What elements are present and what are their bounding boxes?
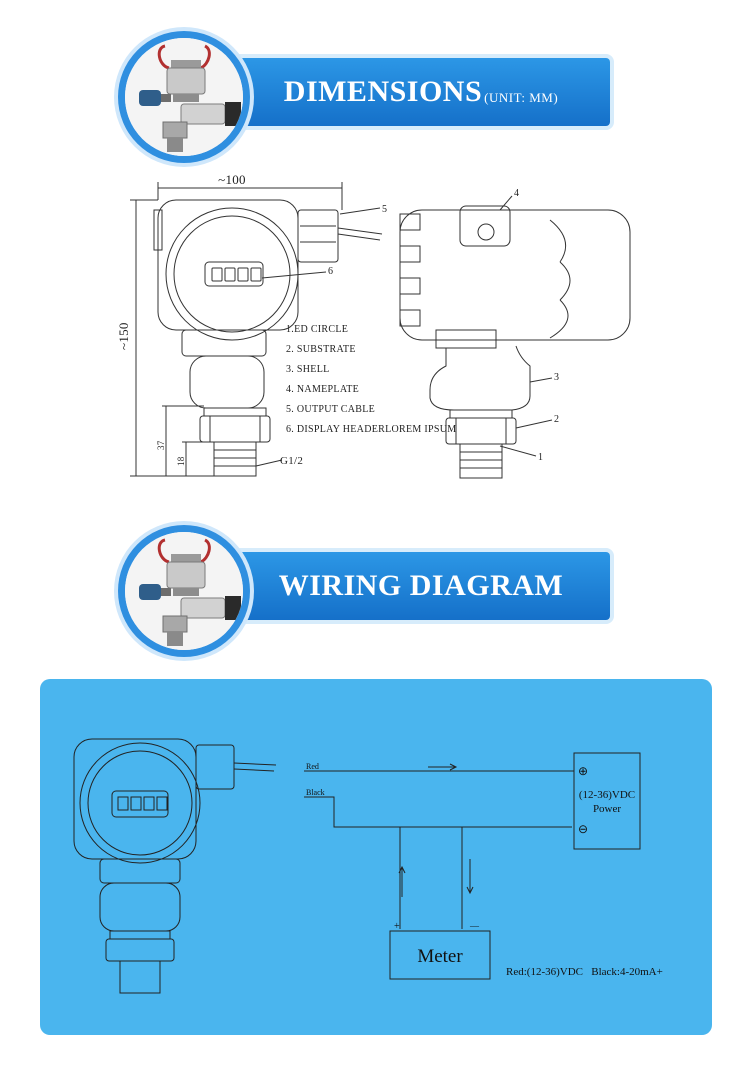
dimensions-unit: (UNIT: MM) bbox=[484, 90, 559, 105]
side-shell bbox=[429, 345, 531, 411]
legend-item-4: 4. NAMEPLATE bbox=[286, 384, 359, 395]
wiring-title: WIRING DIAGRAM bbox=[278, 569, 564, 602]
legend-item-6: 6. DISPLAY HEADERLOREM IPSUM bbox=[286, 424, 456, 435]
callout-2-side: 2 bbox=[554, 414, 559, 425]
dimensions-section: DIMENSIONS (UNIT: MM) bbox=[0, 0, 750, 500]
wiring-transmitter-display bbox=[111, 790, 169, 818]
product-photo-badge-2 bbox=[125, 532, 243, 650]
dim-18-label: 18 bbox=[176, 456, 186, 466]
front-thread bbox=[213, 441, 257, 477]
dimensions-banner: DIMENSIONS (UNIT: MM) bbox=[232, 58, 610, 126]
wiring-footnote: Red:(12-36)VDC Black:4-20mA+ bbox=[506, 966, 663, 978]
side-nameplate bbox=[459, 205, 511, 247]
callout-4-side: 4 bbox=[514, 188, 519, 199]
callout-6-front: 6 bbox=[328, 266, 333, 277]
black-wire-label: Black bbox=[306, 788, 325, 797]
power-label: Power bbox=[593, 803, 621, 815]
front-display bbox=[204, 261, 264, 287]
wiring-transmitter-housing bbox=[73, 738, 197, 860]
side-housing bbox=[399, 209, 631, 341]
power-supply-box bbox=[573, 752, 641, 850]
callout-3-side: 3 bbox=[554, 372, 559, 383]
height-label: ~150 bbox=[116, 322, 131, 350]
wiring-section: WIRING DIAGRAM bbox=[0, 520, 750, 670]
black-wire bbox=[304, 796, 572, 828]
legend-item-2: 2. SUBSTRATE bbox=[286, 344, 356, 355]
transmitter-photo bbox=[125, 38, 243, 156]
meter-minus-symbol: — bbox=[469, 921, 480, 931]
red-wire-label: Red bbox=[306, 762, 319, 771]
dimensions-title: DIMENSIONS bbox=[283, 75, 483, 108]
power-minus-symbol: ⊖ bbox=[578, 822, 588, 836]
front-cover-ring bbox=[165, 207, 299, 341]
legend-item-5: 5. OUTPUT CABLE bbox=[286, 404, 375, 415]
product-photo-badge bbox=[125, 38, 243, 156]
meter-plus-symbol: + bbox=[394, 921, 400, 932]
side-thread bbox=[459, 443, 503, 479]
meter-box bbox=[389, 930, 491, 980]
transmitter-photo-2 bbox=[125, 532, 243, 650]
dimensions-drawing: ~100 ~150 37 18 G1/2 5 6 4 3 2 1 1.ED CI… bbox=[116, 172, 631, 479]
power-voltage-label: (12-36)VDC bbox=[579, 789, 635, 801]
meter-label: Meter bbox=[417, 946, 463, 967]
wiring-transmitter-thread bbox=[119, 960, 161, 994]
front-shell bbox=[189, 355, 265, 409]
callout-1-side: 1 bbox=[538, 452, 543, 463]
wiring-panel: Red Black ⊕ (12-36)VDC Power ⊖ + — Meter… bbox=[40, 679, 712, 1035]
legend-item-3: 3. SHELL bbox=[286, 364, 330, 375]
power-plus-symbol: ⊕ bbox=[578, 764, 588, 778]
width-label: ~100 bbox=[218, 172, 246, 187]
thread-label: G1/2 bbox=[280, 455, 303, 467]
wiring-drawing: Red Black ⊕ (12-36)VDC Power ⊖ + — Meter… bbox=[73, 738, 663, 994]
wiring-banner: WIRING DIAGRAM bbox=[232, 552, 610, 620]
legend-item-1: 1.ED CIRCLE bbox=[286, 324, 348, 335]
cable-gland bbox=[297, 209, 339, 263]
dim-37-label: 37 bbox=[156, 440, 166, 450]
callout-5-front: 5 bbox=[382, 204, 387, 215]
